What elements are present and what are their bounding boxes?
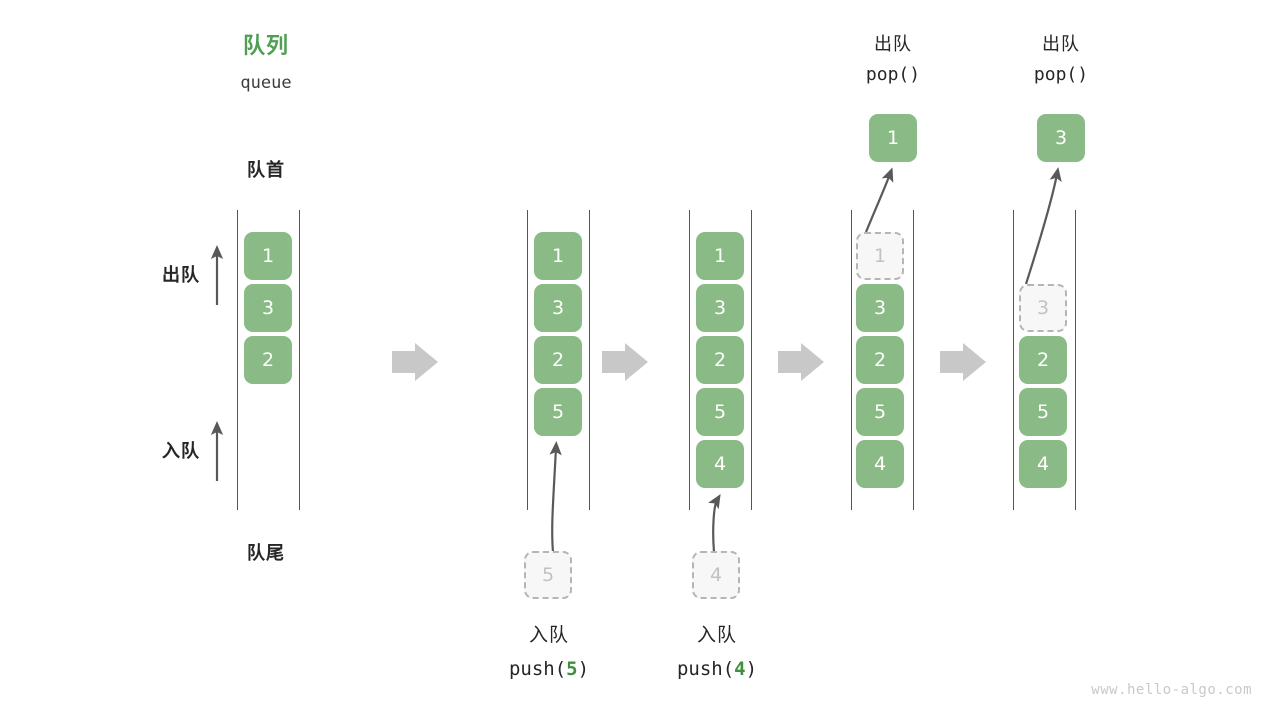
push-4-caption: 入队 push(4) xyxy=(642,618,792,686)
queue-cell: 2 xyxy=(856,336,904,384)
queue-cell: 4 xyxy=(856,440,904,488)
queue-cell: 4 xyxy=(696,440,744,488)
queue-cell: 3 xyxy=(856,284,904,332)
queue-cell: 3 xyxy=(696,284,744,332)
queue-cell-vacated: 3 xyxy=(1019,284,1067,332)
push-5-code-prefix: push( xyxy=(508,658,567,680)
rail-left xyxy=(527,210,528,510)
rail-left xyxy=(1013,210,1014,510)
queue-cell: 1 xyxy=(244,232,292,280)
push-5-caption-code: push(5) xyxy=(474,652,624,686)
rail-right xyxy=(1075,210,1076,510)
pop-3-caption-cn: 出队 xyxy=(1042,34,1080,55)
queue-cell: 2 xyxy=(244,336,292,384)
queue-cell: 2 xyxy=(534,336,582,384)
queue-cell: 1 xyxy=(696,232,744,280)
push-4-caption-code: push(4) xyxy=(642,652,792,686)
queue-cell: 5 xyxy=(696,388,744,436)
pop-1-caption-code: pop() xyxy=(865,64,921,85)
pop-1-caption-cn: 出队 xyxy=(874,34,912,55)
push-4-code-arg: 4 xyxy=(734,658,746,680)
push-5-caption-cn: 入队 xyxy=(528,624,569,646)
popped-cell: 3 xyxy=(1037,114,1085,162)
site-watermark: www.hello-algo.com xyxy=(1091,682,1252,698)
push-5-code-suffix: ) xyxy=(577,658,590,680)
queue-cell: 2 xyxy=(1019,336,1067,384)
push-5-caption: 入队 push(5) xyxy=(474,618,624,686)
rail-right xyxy=(299,210,300,510)
rail-right xyxy=(751,210,752,510)
pop-3-caption-code: pop() xyxy=(1033,64,1089,85)
rail-right xyxy=(913,210,914,510)
push-5-code-arg: 5 xyxy=(566,658,578,680)
rail-left xyxy=(689,210,690,510)
incoming-ghost-cell: 4 xyxy=(692,551,740,599)
queue-tail-label: 队尾 xyxy=(247,543,285,564)
queue-head-label: 队首 xyxy=(247,160,285,181)
queue-cell: 5 xyxy=(1019,388,1067,436)
popped-cell: 1 xyxy=(869,114,917,162)
rail-left xyxy=(851,210,852,510)
queue-cell: 3 xyxy=(534,284,582,332)
dequeue-direction-label: 出队 xyxy=(162,265,200,286)
queue-cell: 3 xyxy=(244,284,292,332)
push-4-caption-cn: 入队 xyxy=(696,624,737,646)
diagram-title-cn: 队列 xyxy=(242,34,289,59)
queue-cell: 5 xyxy=(534,388,582,436)
push-4-code-suffix: ) xyxy=(745,658,758,680)
incoming-ghost-cell: 5 xyxy=(524,551,572,599)
queue-cell-vacated: 1 xyxy=(856,232,904,280)
queue-cell: 1 xyxy=(534,232,582,280)
diagram-title-en: queue xyxy=(240,73,292,93)
queue-cell: 5 xyxy=(856,388,904,436)
rail-left xyxy=(237,210,238,510)
queue-cell: 4 xyxy=(1019,440,1067,488)
enqueue-direction-label: 入队 xyxy=(162,441,200,462)
push-4-code-prefix: push( xyxy=(676,658,735,680)
rail-right xyxy=(589,210,590,510)
pop-3-caption: 出队 pop() xyxy=(986,30,1136,90)
queue-cell: 2 xyxy=(696,336,744,384)
pop-1-caption: 出队 pop() xyxy=(818,30,968,90)
